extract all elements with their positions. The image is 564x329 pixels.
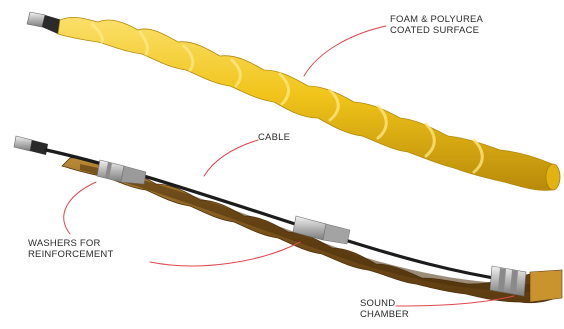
label-coated-surface-line2: COATED SURFACE: [390, 25, 483, 36]
washer-1: [97, 160, 146, 184]
leader-coated-surface: [304, 26, 386, 76]
label-washers: WASHERS FOR REINFORCEMENT: [28, 238, 113, 260]
label-coated-surface: FOAM & POLYUREA COATED SURFACE: [390, 14, 483, 36]
label-washers-line1: WASHERS FOR: [28, 238, 113, 249]
label-cable: CABLE: [258, 132, 290, 143]
label-washers-line2: REINFORCEMENT: [28, 249, 113, 260]
label-sound-chamber-line2: CHAMBER: [360, 309, 409, 320]
label-cable-text: CABLE: [258, 132, 290, 143]
sound-chamber-opening: [530, 270, 562, 302]
label-sound-chamber-line1: SOUND: [360, 298, 409, 309]
rod-end-cap-bottom: [14, 136, 48, 155]
rod-end-cap-top: [27, 12, 62, 34]
leader-washers-1: [64, 182, 96, 234]
coated-rod-end: [546, 164, 560, 190]
label-coated-surface-line1: FOAM & POLYUREA: [390, 14, 483, 25]
leader-washers-2: [150, 242, 300, 266]
label-sound-chamber: SOUND CHAMBER: [360, 298, 409, 320]
leader-cable: [204, 140, 258, 176]
coated-rod-body: [58, 17, 558, 190]
